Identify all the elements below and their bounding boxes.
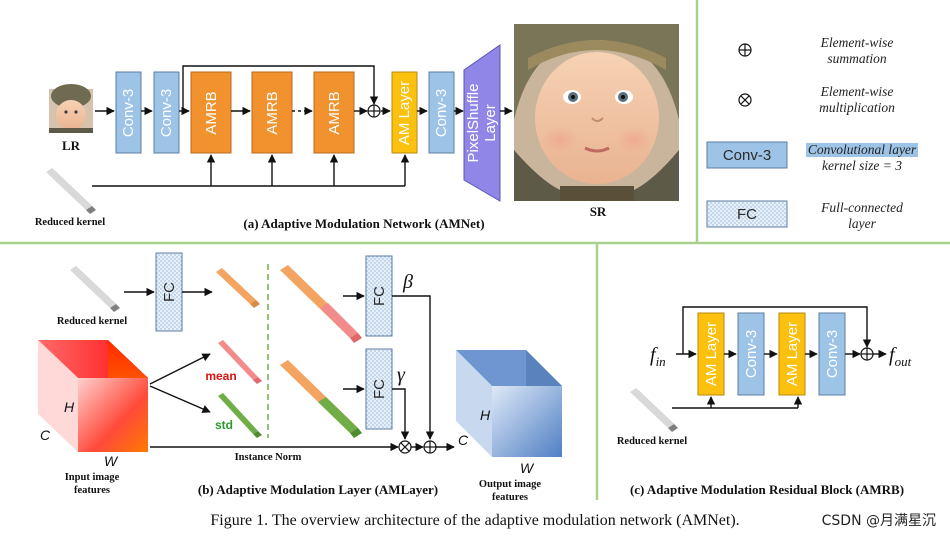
sum-desc-2: summation <box>827 51 887 66</box>
sum-icon <box>738 43 752 57</box>
sum-node-b <box>423 440 437 454</box>
instance-norm-label: Instance Norm <box>235 452 302 463</box>
multiply-node-b <box>398 440 412 454</box>
mean-bar <box>218 340 262 384</box>
watermark: CSDN @月满星沉 <box>822 513 936 529</box>
svg-text:FC: FC <box>371 379 388 399</box>
panel-c-caption: (c) Adaptive Modulation Residual Block (… <box>630 482 904 497</box>
f-in-label: fin <box>650 344 666 369</box>
sum-desc-1: Element-wise <box>820 35 894 50</box>
kernel-feature-bar <box>216 268 260 308</box>
svg-text:AM Layer: AM Layer <box>396 81 413 145</box>
panel-b-caption: (b) Adaptive Modulation Layer (AMLayer) <box>198 482 438 497</box>
svg-text:Layer: Layer <box>482 104 499 142</box>
output-c-label: C <box>458 432 469 448</box>
svg-text:FC: FC <box>737 206 757 223</box>
svg-text:AM Layer: AM Layer <box>784 322 801 386</box>
lr-label: LR <box>62 138 81 153</box>
conv-block-c2: Conv-3 <box>818 312 846 396</box>
svg-text:Conv-3: Conv-3 <box>120 89 137 137</box>
amrb-block-1: AMRB <box>190 71 232 154</box>
svg-text:Conv-3: Conv-3 <box>433 89 450 137</box>
conv-block-a1: Conv-3 <box>115 71 142 154</box>
svg-text:Conv-3: Conv-3 <box>824 330 841 378</box>
legend-conv-block: Conv-3 <box>706 141 788 169</box>
mul-desc-2: multiplication <box>819 100 895 115</box>
output-features-label-1: Output image <box>479 479 541 490</box>
fc-block-b1: FC <box>155 252 183 332</box>
output-w-label: W <box>520 460 535 476</box>
panel-b: Reduced kernel FC FC <box>38 252 562 503</box>
mul-desc-1: Element-wise <box>820 84 894 99</box>
svg-text:Conv-3: Conv-3 <box>743 330 760 378</box>
am-layer-block-c2: AM Layer <box>778 312 806 396</box>
svg-text:AMRB: AMRB <box>326 91 343 134</box>
reduced-kernel-label-a: Reduced kernel <box>35 217 105 228</box>
svg-text:AMRB: AMRB <box>264 91 281 134</box>
input-features-label-2: features <box>74 485 110 496</box>
sr-label: SR <box>590 204 607 219</box>
reduced-kernel-label-c: Reduced kernel <box>617 436 687 447</box>
am-layer-block-c1: AM Layer <box>697 312 725 396</box>
conv-desc-highlight <box>806 143 918 157</box>
legend-fc-block: FC <box>706 200 788 228</box>
svg-text:AMRB: AMRB <box>203 91 220 134</box>
svg-text:PixelShuffle: PixelShuffle <box>465 84 482 163</box>
conv-desc-1: Convolutional layer <box>808 142 917 157</box>
lr-image <box>49 84 93 133</box>
svg-text:AM Layer: AM Layer <box>703 322 720 386</box>
input-c-label: C <box>40 427 51 443</box>
svg-text:Conv-3: Conv-3 <box>158 89 175 137</box>
conv-block-a3: Conv-3 <box>428 71 455 154</box>
mean-label: mean <box>205 369 236 383</box>
input-w-label: W <box>104 453 119 469</box>
panel-dividers <box>0 0 950 500</box>
conv-block-a2: Conv-3 <box>153 71 180 154</box>
reduced-kernel-icon-c <box>630 388 678 432</box>
amrb-block-3: AMRB <box>313 71 355 154</box>
pixelshuffle-block: PixelShuffle Layer <box>463 44 501 202</box>
figure-caption: Figure 1. The overview architecture of t… <box>210 512 739 529</box>
beta-bar <box>280 265 362 343</box>
svg-text:Conv-3: Conv-3 <box>723 147 771 164</box>
reduced-kernel-label-b: Reduced kernel <box>57 316 127 327</box>
mul-icon <box>738 93 752 107</box>
panel-a-caption: (a) Adaptive Modulation Network (AMNet) <box>243 216 484 231</box>
conv-desc-2: kernel size = 3 <box>822 158 902 173</box>
gamma-bar <box>280 360 362 438</box>
gamma-symbol: γ <box>397 364 406 386</box>
panel-a-connections <box>92 65 513 187</box>
fc-desc-1: Full-connected <box>820 200 903 215</box>
am-layer-block-a: AM Layer <box>391 71 418 154</box>
std-label: std <box>215 418 233 432</box>
panel-a: LR Reduced kernel Conv-3 Conv-3 AMRB AMR… <box>35 24 679 231</box>
input-feature-cube <box>38 340 148 452</box>
beta-symbol: β <box>402 271 413 293</box>
conv-block-c1: Conv-3 <box>737 312 765 396</box>
std-bar <box>218 393 262 438</box>
reduced-kernel-icon-b <box>70 266 120 312</box>
panel-c-connections <box>672 306 887 409</box>
sum-node-c <box>860 347 874 361</box>
input-h-label: H <box>64 399 75 415</box>
amrb-block-2: AMRB <box>251 71 293 154</box>
fc-block-b2: FC <box>365 255 393 337</box>
output-h-label: H <box>480 407 491 423</box>
panel-c: fin fout AM Layer Conv-3 AM Layer Conv-3 <box>617 306 912 497</box>
output-features-label-2: features <box>492 492 528 503</box>
sr-image <box>514 24 679 201</box>
f-out-label: fout <box>889 344 912 369</box>
fc-desc-2: layer <box>848 216 876 231</box>
legend: Element-wise summation Element-wise mult… <box>706 35 918 231</box>
input-features-label-1: Input image <box>65 472 120 483</box>
fc-block-b3: FC <box>365 348 393 430</box>
svg-text:FC: FC <box>371 286 388 306</box>
output-feature-cube <box>456 350 562 457</box>
svg-text:FC: FC <box>161 282 178 302</box>
reduced-kernel-icon-a <box>46 168 96 214</box>
